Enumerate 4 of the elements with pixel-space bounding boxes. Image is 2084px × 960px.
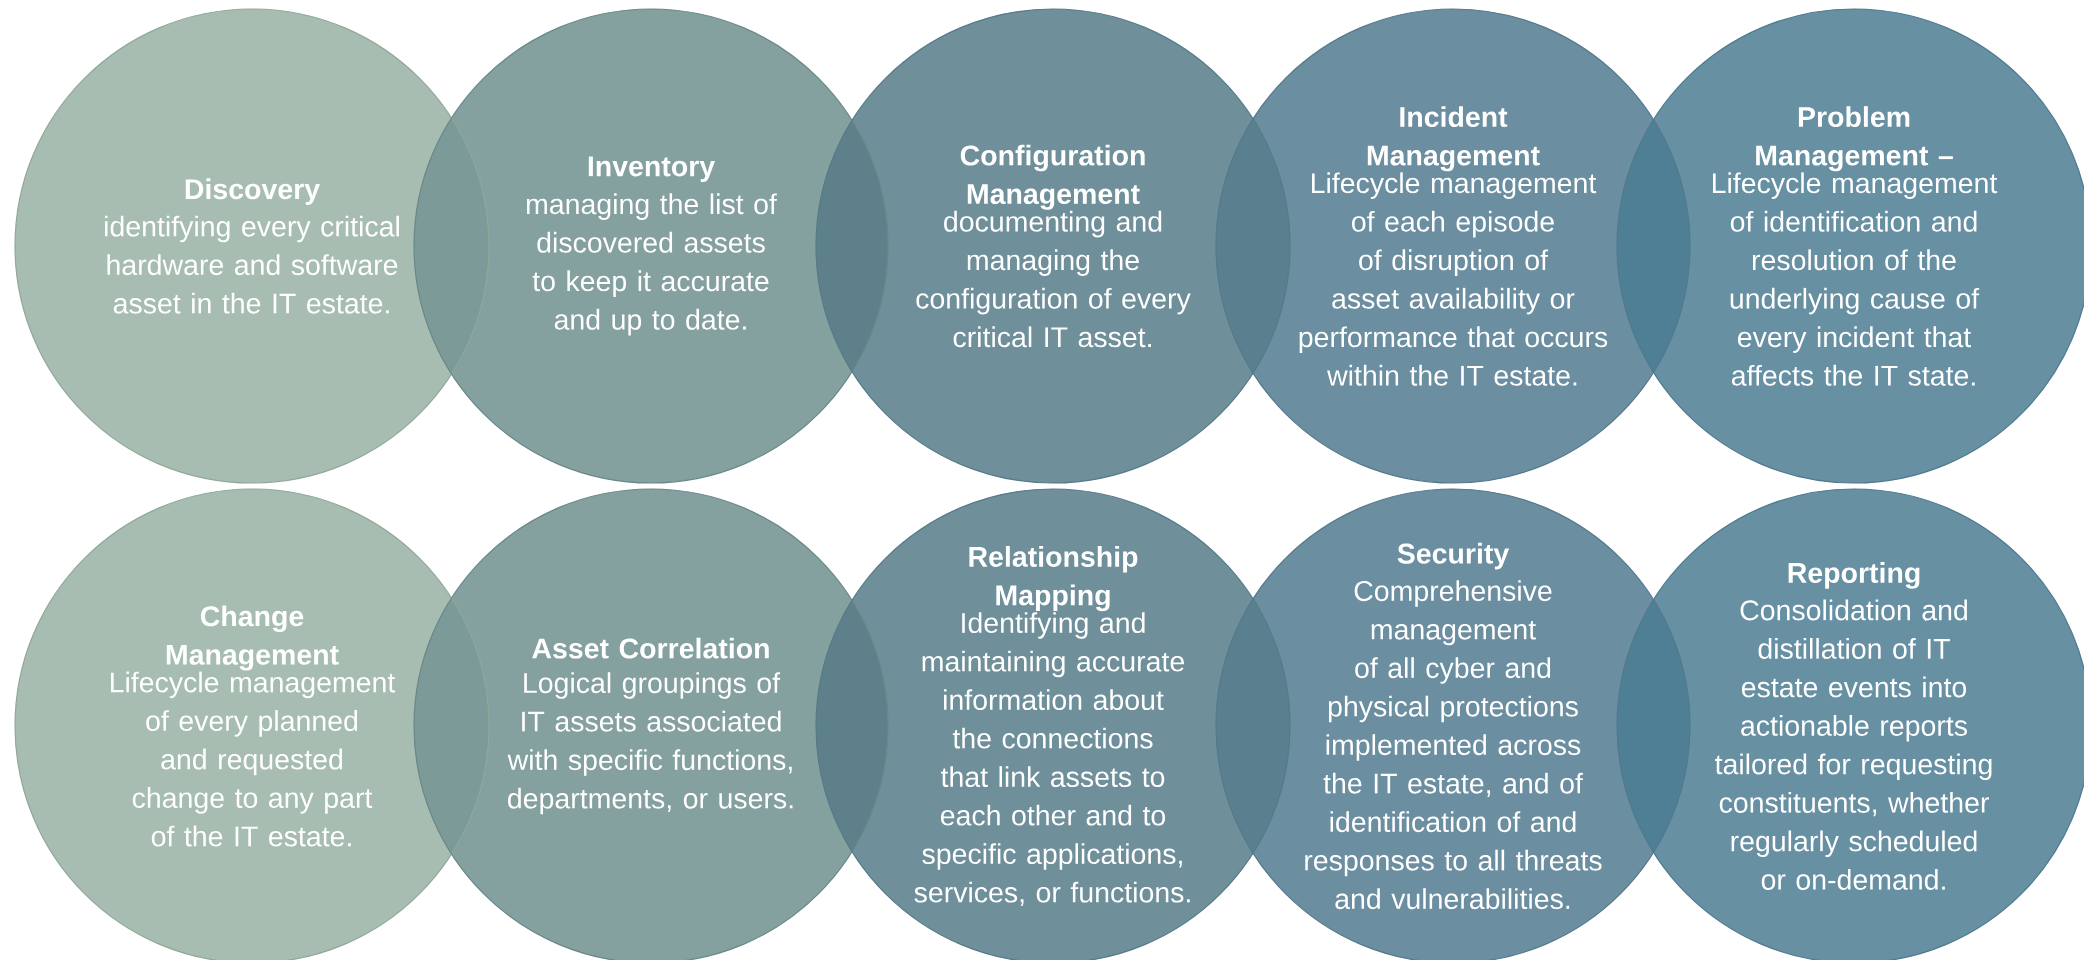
circle-node: Configuration Management documenting and managing the configuration of every critical IT asset. [815,8,1291,484]
circle-node: Incident Management Lifecycle management of each episode of disruption of asset availability or performance that occurs within the IT estate. [1215,8,1691,484]
circle-node: Discovery identifying every critical hardware and software asset in the IT estate. [14,8,490,484]
circle-node: Inventory managing the list of discovered assets to keep it accurate and up to date. [413,8,889,484]
